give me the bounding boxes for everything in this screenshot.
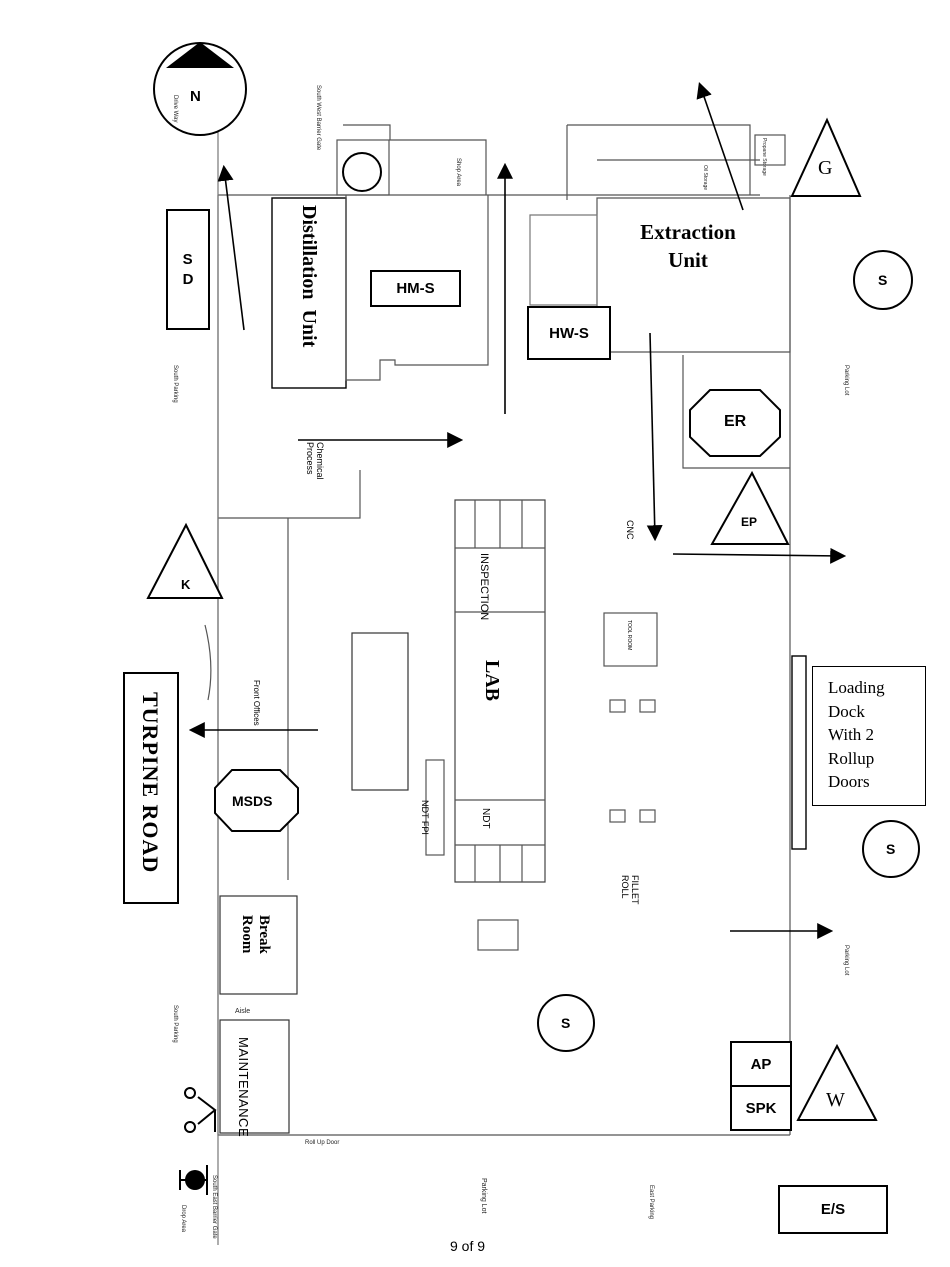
s-marker-label-bottom: S (561, 1015, 571, 1031)
roll-up-door-label: Roll Up Door (305, 1140, 340, 1146)
road-name: TURPINE ROAD (138, 692, 163, 874)
extraction-unit-label: Extraction Unit (640, 220, 736, 272)
drop-area-label: Drop Area (180, 1205, 186, 1233)
distillation-unit-label: Distillation Unit (298, 205, 320, 348)
compass-circle (153, 42, 247, 136)
es-marker: E/S (778, 1185, 888, 1234)
ndt-label: NDT (480, 808, 491, 829)
parking-lot-label-bottom: Parking Lot (480, 1178, 487, 1214)
parking-lot-label-right-bottom: Parking Lot (843, 945, 849, 976)
maintenance-label: MAINTENANCE (236, 1037, 251, 1138)
ep-marker-label: EP (741, 515, 758, 529)
oil-storage-label: Oil Storage (702, 165, 708, 191)
ap-marker: AP (730, 1041, 792, 1087)
w-marker-label: W (826, 1089, 845, 1111)
k-marker-label: K (181, 577, 191, 592)
cnc-label: CNC (625, 520, 635, 540)
loading-dock-label: Loading Dock With 2 Rollup Doors (828, 678, 885, 791)
drive-way-label: Drive Way (172, 95, 178, 123)
s-marker-label-right-top: S (878, 272, 888, 288)
south-parking-label-upper: South Parking (172, 365, 178, 403)
msds-marker-label: MSDS (232, 793, 273, 809)
road-sign: TURPINE ROAD (123, 672, 179, 904)
er-marker-label: ER (724, 413, 747, 430)
spk-marker: SPK (730, 1085, 792, 1131)
parking-lot-label-right-top: Parking Lot (843, 365, 849, 396)
chemical-process-label: Chemical Process (305, 442, 325, 480)
ndt-fpi-label: NDT FPI (420, 800, 430, 835)
propane-storage-label: Propane Storage (761, 138, 767, 176)
hm-s-marker: HM-S (370, 270, 461, 307)
sd-marker: S D (166, 209, 210, 330)
lab-label: LAB (481, 660, 503, 702)
page-number: 9 of 9 (450, 1238, 486, 1254)
loading-dock-box: Loading Dock With 2 Rollup Doors (812, 666, 926, 806)
break-room-label: Break Room (239, 915, 272, 954)
tool-room-label: TOOL ROOM (626, 620, 632, 651)
south-west-gate-label: South West Barrier Gate (315, 85, 321, 151)
front-offices-label: Front Offices (252, 680, 261, 726)
s-marker-label-right-mid: S (886, 841, 896, 857)
compass-north-letter: N (190, 88, 201, 105)
fillet-roll-label: FILLET ROLL (620, 875, 640, 905)
g-marker-label: G (818, 157, 833, 179)
inspection-label: INSPECTION (478, 553, 490, 621)
south-parking-label-lower: South Parking (172, 1005, 178, 1043)
south-east-gate-label: South East Barrier Gate (211, 1175, 217, 1239)
aisle-label: Aisle (235, 1008, 251, 1015)
hw-s-marker: HW-S (527, 306, 611, 360)
shop-area-label: Shop Area (455, 158, 461, 187)
east-parking-label: East Parking (648, 1185, 654, 1220)
